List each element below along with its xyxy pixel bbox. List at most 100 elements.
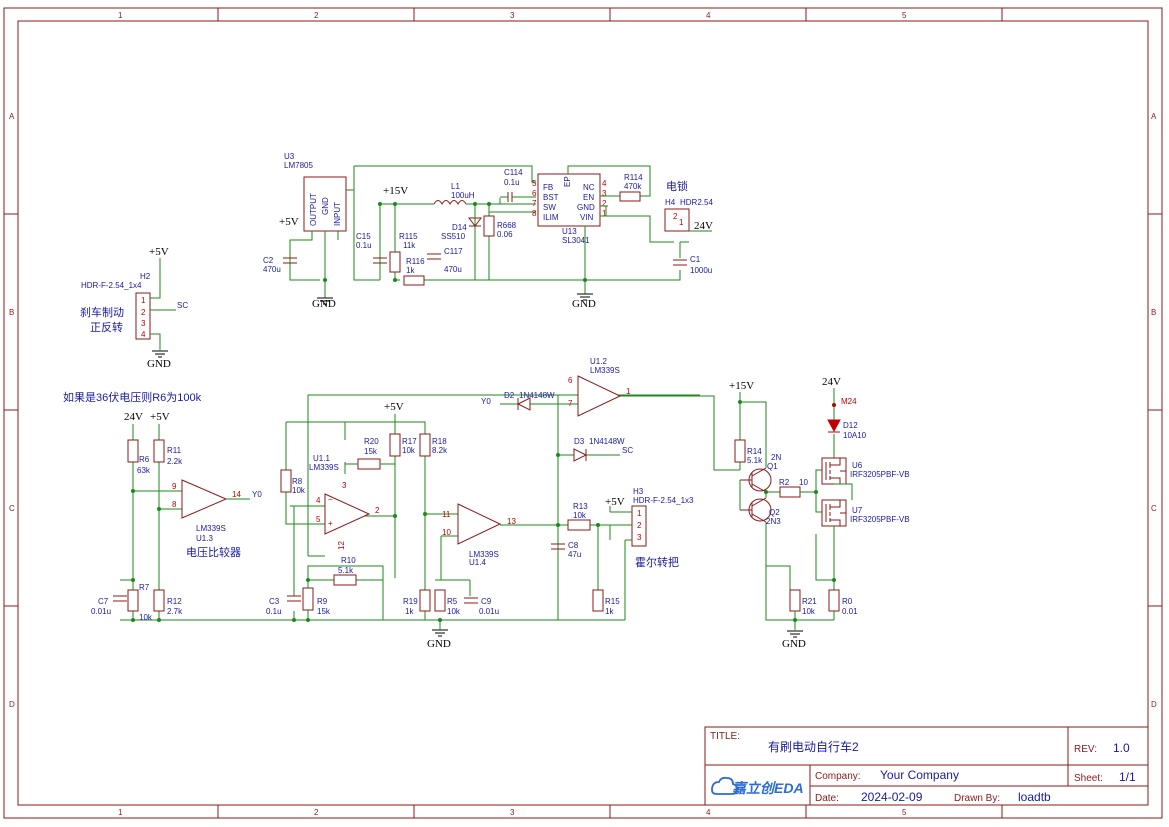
h2-pin-1: 1: [141, 296, 146, 305]
title-value: 有刷电动自行车2: [768, 739, 859, 754]
col-label-3: 3: [510, 11, 515, 20]
h3-pin-2: 2: [637, 521, 642, 530]
r668-ref: R668: [497, 221, 517, 230]
r5-ref: R5: [447, 597, 458, 606]
net-5v-u3: +5V: [279, 216, 299, 228]
u13-pin-num-4: 4: [602, 179, 607, 188]
u7-ref: U7: [852, 506, 863, 515]
c7-value: 0.01u: [91, 607, 111, 616]
col-label-3-bottom: 3: [510, 808, 515, 817]
r14-ref: R14: [747, 447, 762, 456]
c114-value: 0.1u: [504, 178, 520, 187]
gnd-symbol-h2: GND: [147, 350, 171, 370]
u13-pin-num-2: 2: [602, 199, 607, 208]
net-sc-d3: SC: [622, 446, 633, 455]
r8-ref: R8: [292, 477, 303, 486]
u12-pin-1: 1: [626, 387, 631, 396]
net-24v-driver: 24V: [822, 376, 841, 388]
u14-pin-13: 13: [507, 517, 516, 526]
r20-value: 15k: [364, 447, 378, 456]
net-24v-h4: 24V: [694, 220, 713, 232]
gnd-symbol-u3: GND: [312, 297, 336, 310]
r19-ref: R19: [403, 597, 418, 606]
r14-value: 5.1k: [747, 456, 763, 465]
d12-value: 10A10: [843, 431, 867, 440]
r114-value: 470k: [624, 182, 642, 191]
u13-body: [537, 173, 601, 227]
u11-plus-sign: +: [328, 519, 333, 528]
h3-pin-1: 1: [637, 509, 642, 518]
u13-value: SL3041: [562, 236, 590, 245]
net-sc-h2: SC: [177, 301, 188, 310]
r2-value: 10: [799, 478, 808, 487]
q1-value: 2N: [771, 453, 781, 462]
q2-ref: Q2: [769, 508, 780, 517]
u11-value: LM339S: [309, 463, 339, 472]
c7-ref: C7: [98, 597, 109, 606]
u11-pin-2: 2: [375, 506, 380, 515]
col-label-1-bottom: 1: [118, 808, 123, 817]
c1-value: 1000u: [690, 266, 712, 275]
row-label-c: C: [9, 504, 15, 513]
r115-ref: R115: [399, 232, 418, 241]
drawing-frame: 1 2 3 4 5 1 2 3 4 5 A B C D A B C D: [3, 7, 1163, 819]
q1-ref: Q1: [767, 462, 778, 471]
r9-ref: R9: [317, 597, 328, 606]
c1-ref: C1: [690, 255, 701, 264]
net-m24: M24: [841, 397, 857, 406]
row-label-a: A: [9, 112, 15, 121]
current-amp-section: +5V R8 10k R20 15k R17 10k R18 8.2k U1.1…: [266, 394, 700, 620]
d2-ref: D2: [504, 391, 515, 400]
u13-pin-num-8: 8: [532, 209, 537, 218]
gnd-label-u13: GND: [572, 298, 596, 310]
r0-value: 0.01: [842, 607, 858, 616]
gnd-symbol-u14: GND: [427, 620, 451, 650]
r15-value: 1k: [605, 607, 614, 616]
voltage-comparator-section: 如果是36伏电压则R6为100k 24V +5V R6 63k R11 2.2k…: [63, 390, 625, 622]
h2-pin-2: 2: [141, 308, 146, 317]
h2-pin-4: 4: [141, 330, 146, 339]
u13-pin-vin: VIN: [580, 213, 594, 222]
c2-ref: C2: [263, 256, 274, 265]
company-value: Your Company: [880, 768, 959, 782]
r7-value: 10k: [139, 613, 153, 622]
r12-ref: R12: [167, 597, 182, 606]
u6-value: IRF3205PBF-VB: [850, 470, 910, 479]
c117-ref: C117: [444, 247, 463, 256]
u13-pin-ep: EP: [563, 176, 572, 187]
u13op-pin-14: 14: [232, 490, 241, 499]
r115-value: 11k: [403, 241, 416, 250]
date-label: Date:: [815, 793, 839, 804]
c8-ref: C8: [568, 541, 579, 550]
col-label-4-bottom: 4: [706, 808, 711, 817]
col-label-2-bottom: 2: [314, 808, 319, 817]
r18-ref: R18: [432, 437, 447, 446]
u11-pin-4: 4: [316, 496, 321, 505]
col-label-5-bottom: 5: [902, 808, 907, 817]
u14-pin-11: 11: [442, 510, 451, 519]
reverse-label: 正反转: [90, 320, 123, 334]
r18-value: 8.2k: [432, 446, 448, 455]
brake-label: 刹车制动: [80, 305, 124, 319]
gnd-symbol-driver: GND: [782, 630, 806, 650]
r9-value: 15k: [317, 607, 331, 616]
u3-pin-output: OUTPUT: [309, 193, 318, 226]
sheet-value: 1/1: [1119, 770, 1136, 784]
r10-ref: R10: [341, 556, 356, 565]
u12-ref: U1.2: [590, 357, 607, 366]
u3-body: [303, 176, 347, 232]
gnd-symbol-u13: GND: [572, 293, 596, 310]
net-15v-driver: +15V: [729, 380, 754, 392]
l1-ref: L1: [451, 182, 460, 191]
u13-pin-gnd: GND: [577, 203, 595, 212]
u14-value: LM339S: [469, 550, 499, 559]
u13-pin-en: EN: [583, 193, 594, 202]
u13-ref: U13: [562, 227, 577, 236]
r11-value: 2.2k: [167, 457, 183, 466]
row-label-c-right: C: [1151, 504, 1157, 513]
h3-value: HDR-F-2.54_1x3: [633, 496, 694, 505]
hall-comparator-section: 11 10 13 LM339S U1.4 R19 1k R5 10k C9 0.…: [403, 395, 694, 650]
l1-value: 100uH: [451, 191, 475, 200]
r17-value: 10k: [402, 446, 416, 455]
sheet-label: Sheet:: [1074, 773, 1103, 784]
